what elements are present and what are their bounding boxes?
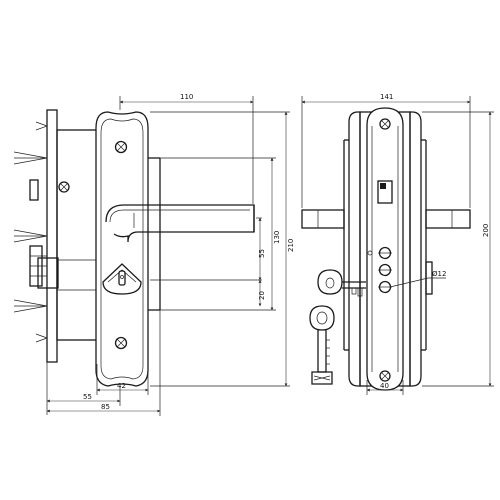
dim-42: 42: [117, 382, 126, 390]
latch: [377, 180, 393, 204]
lever-handle: [105, 204, 255, 243]
side-handle-left: [301, 209, 345, 229]
key-cover: [102, 263, 142, 295]
side-handle-right: [425, 209, 471, 229]
escutcheon-inner: [100, 118, 144, 380]
plate-screw-top: [114, 140, 128, 154]
dim-130: 130: [273, 231, 281, 244]
key-lower: [309, 305, 335, 385]
plate-screw-bottom: [114, 336, 128, 350]
side-faceplate: [366, 107, 404, 391]
escutcheon-outer: [95, 111, 149, 387]
dim-40: 40: [380, 382, 389, 390]
side-screw-bottom: [379, 370, 391, 382]
dim-20: 20: [258, 291, 266, 300]
dim-55-horizontal: 55: [83, 393, 92, 401]
side-screw-top: [379, 118, 391, 130]
dim-55-vertical: 55: [258, 249, 266, 258]
dim-141: 141: [380, 93, 393, 101]
mortise-body: [13, 109, 98, 363]
side-view: 141 200 Ø12 40: [301, 93, 494, 395]
dim-diameter-12: Ø12: [432, 270, 446, 278]
front-view: 110 210 130 55 20 42 55 85: [13, 93, 295, 416]
dim-85: 85: [101, 403, 110, 411]
dim-200: 200: [482, 224, 490, 237]
front-reference-lines: [46, 96, 290, 416]
key-upper: [317, 269, 366, 297]
side-reference-lines: [301, 96, 494, 395]
dim-110: 110: [180, 93, 193, 101]
dim-210: 210: [287, 239, 295, 252]
